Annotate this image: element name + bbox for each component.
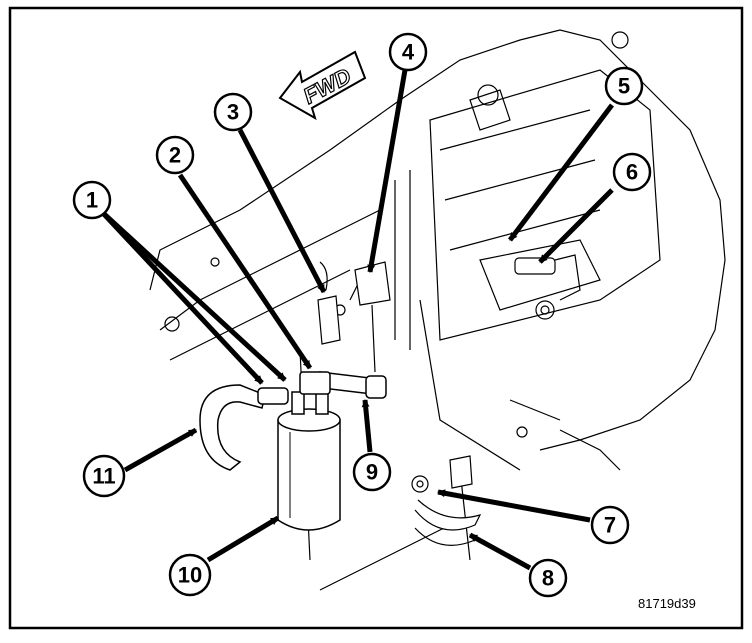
callout-9-label: 9: [366, 460, 378, 485]
figure-code: 81719d39: [638, 596, 696, 611]
callout-4: 4: [388, 32, 428, 72]
leader-line-5: [508, 103, 614, 242]
callout-2-label: 2: [169, 143, 181, 168]
callout-4-label: 4: [402, 40, 415, 65]
leader-line-2: [177, 173, 313, 370]
leader-line-8: [468, 532, 532, 571]
leader-line-11: [123, 427, 198, 473]
refrigerant-lines: [199, 371, 387, 471]
leader-line-10: [206, 515, 280, 563]
receiver-drier-canister: [277, 391, 341, 531]
callout-10: 10: [168, 553, 212, 597]
callout-6-label: 6: [626, 160, 638, 185]
leader-line-3: [237, 128, 327, 294]
callout-6: 6: [612, 152, 652, 192]
callout-11: 11: [82, 454, 126, 498]
callout-9: 9: [352, 452, 392, 492]
leader-lines: [100, 69, 614, 571]
leader-line-6: [538, 188, 614, 264]
callout-5: 5: [604, 66, 644, 106]
callout-2: 2: [155, 135, 195, 175]
callout-5-label: 5: [618, 74, 630, 99]
leader-line-4: [367, 69, 408, 273]
leader-line-7: [437, 489, 591, 523]
callout-3: 3: [213, 92, 253, 132]
callout-8-label: 8: [542, 566, 554, 591]
callout-11-label: 11: [92, 464, 115, 489]
callout-3-label: 3: [227, 100, 239, 125]
callout-8: 8: [528, 558, 568, 598]
leader-line-1b: [100, 210, 264, 385]
callout-7: 7: [590, 505, 630, 545]
leader-line-9: [361, 399, 373, 453]
callout-1: 1: [72, 180, 112, 220]
callout-10-label: 10: [178, 563, 202, 588]
leader-line-1a: [100, 210, 287, 382]
callout-1-label: 1: [86, 188, 98, 213]
callout-7-label: 7: [604, 513, 616, 538]
